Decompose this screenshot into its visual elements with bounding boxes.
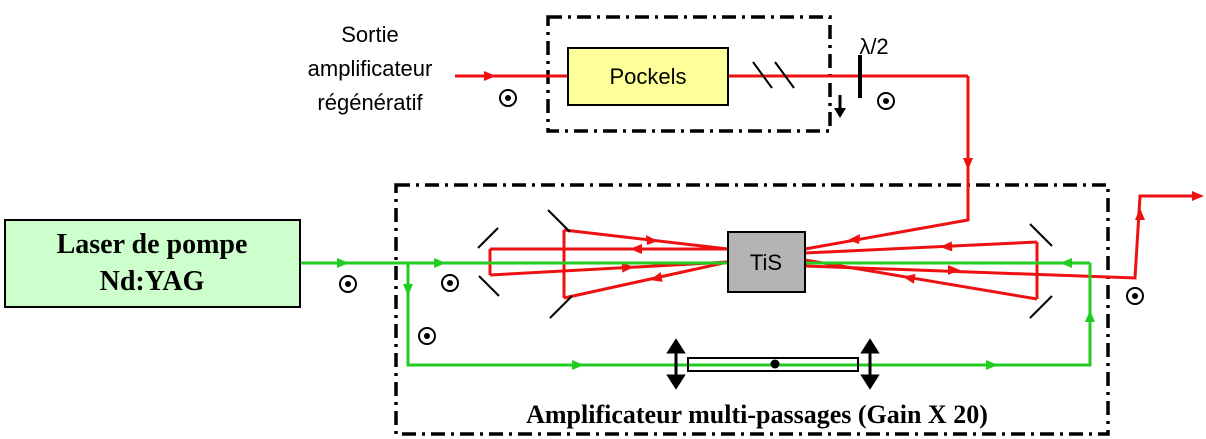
source-label-line2: amplificateur — [308, 56, 433, 81]
translation-arrow-icon — [666, 338, 686, 390]
polarization-arrow-icon — [834, 95, 846, 118]
green-arrow — [986, 360, 998, 370]
half-wave-label: λ/2 — [859, 34, 888, 59]
delay-line — [687, 357, 859, 372]
green-arrow — [403, 284, 413, 296]
source-label-line3: régénératif — [317, 90, 423, 115]
translation-arrow-icon — [860, 338, 880, 390]
red-arrow — [630, 244, 642, 254]
pockels-label: Pockels — [609, 64, 686, 89]
red-arrow — [848, 234, 860, 244]
mirror-left-outer — [549, 295, 573, 319]
green-arrow — [1085, 310, 1095, 322]
red-arrow — [963, 158, 973, 170]
red-arrow — [621, 262, 634, 273]
red-arrow — [1192, 191, 1204, 201]
mirror-right — [1029, 295, 1053, 319]
red-beam-ray — [563, 228, 729, 251]
polarization-dot-icon — [441, 274, 459, 292]
green-arrow — [434, 258, 446, 268]
red-beam — [455, 74, 1200, 301]
amplifier-enclosure — [394, 183, 1110, 436]
red-arrow — [948, 265, 960, 275]
crystal-label: TiS — [750, 250, 782, 275]
green-arrow — [1060, 258, 1072, 268]
red-beam-arrows — [484, 71, 1204, 284]
red-beam-ray — [804, 240, 1038, 255]
amplifier-caption: Amplificateur multi-passages (Gain X 20) — [526, 400, 988, 429]
mirrors — [477, 61, 1053, 319]
pockels-cell: Pockels — [567, 47, 729, 106]
polarization-dot-icon — [877, 92, 895, 110]
polarization-dot-icon — [339, 275, 357, 293]
polarization-dot-icon — [1126, 287, 1144, 305]
polarization-dot-icon — [499, 89, 517, 107]
mirror-left-inner — [478, 275, 500, 297]
pockels-enclosure — [546, 15, 832, 133]
pump-laser-box: Laser de pompe Nd:YAG — [4, 219, 301, 308]
green-beam-arrows — [337, 258, 1095, 370]
red-arrow — [650, 272, 663, 282]
red-beam-ray — [563, 260, 729, 300]
green-beam — [300, 261, 1092, 367]
red-beam-output-segment — [804, 194, 1200, 280]
ti-sapphire-crystal: TiS — [727, 231, 806, 293]
mirror-left-inner — [477, 227, 499, 249]
green-arrow — [572, 360, 584, 370]
mirror-left-outer — [547, 209, 571, 233]
polarization-dot-icon — [418, 327, 436, 345]
mirror-pockels — [752, 61, 773, 89]
red-arrow — [902, 273, 916, 284]
mirror-right — [1029, 223, 1053, 247]
red-arrow — [1135, 208, 1145, 220]
pump-label-line1: Laser de pompe — [57, 229, 248, 260]
red-arrow — [940, 241, 953, 252]
mirror-pockels — [774, 61, 795, 89]
red-arrow — [646, 235, 658, 245]
red-arrow — [484, 71, 496, 81]
delay-line-center-dot — [770, 359, 780, 369]
source-label-line1: Sortie — [341, 22, 398, 47]
pump-label-line2: Nd:YAG — [100, 266, 205, 297]
green-arrow — [337, 258, 349, 268]
